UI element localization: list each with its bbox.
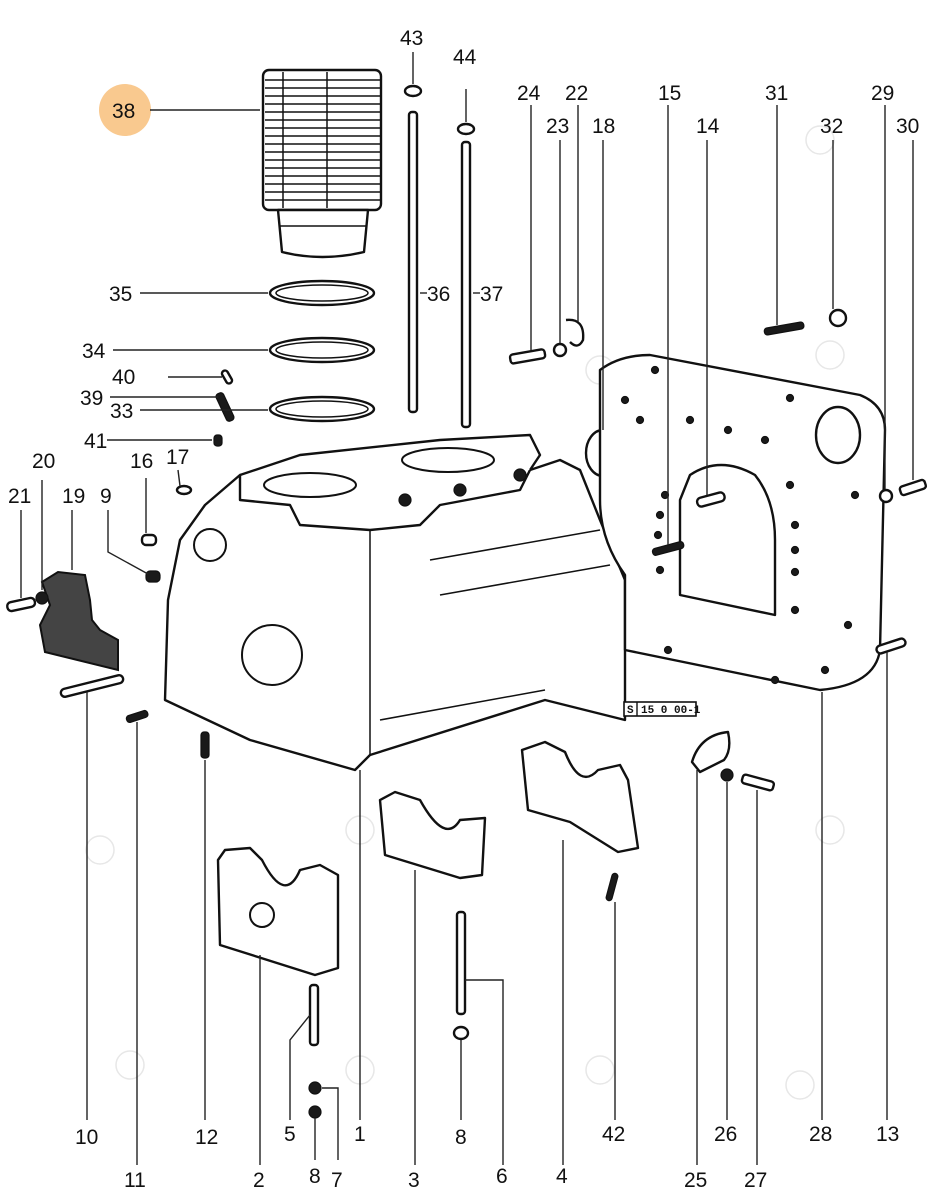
callout-19[interactable]: 19 xyxy=(62,485,85,508)
washer-23[interactable] xyxy=(552,342,568,358)
bearing-support-2[interactable] xyxy=(216,846,340,977)
bearing-support-4[interactable] xyxy=(520,740,640,854)
callout-22[interactable]: 22 xyxy=(565,82,588,105)
callout-12[interactable]: 12 xyxy=(195,1126,218,1149)
washer-20[interactable] xyxy=(35,591,49,605)
rear-plate-part[interactable] xyxy=(598,353,887,692)
washer-26[interactable] xyxy=(720,768,734,782)
o-ring-33-inner xyxy=(275,400,369,418)
callout-8-lower[interactable]: 8 xyxy=(309,1165,321,1188)
callout-6[interactable]: 6 xyxy=(496,1165,508,1188)
clip-22[interactable] xyxy=(565,318,585,347)
callout-11[interactable]: 11 xyxy=(124,1169,146,1192)
stud-12[interactable] xyxy=(200,731,210,759)
callout-38[interactable]: 38 xyxy=(112,100,135,123)
callout-29[interactable]: 29 xyxy=(871,82,894,105)
callout-4[interactable]: 4 xyxy=(556,1165,568,1188)
nut-43[interactable] xyxy=(403,84,423,98)
callout-labels: 38 43 44 24 22 23 18 15 14 31 32 29 30 3… xyxy=(8,27,919,1192)
callout-20[interactable]: 20 xyxy=(32,450,55,473)
callout-34[interactable]: 34 xyxy=(82,340,106,363)
callout-39[interactable]: 39 xyxy=(80,387,103,410)
cylinder-part[interactable] xyxy=(261,68,383,259)
nut-44[interactable] xyxy=(456,122,476,136)
gasket-19[interactable] xyxy=(38,570,119,672)
callout-36[interactable]: 36 xyxy=(427,283,450,306)
callout-5[interactable]: 5 xyxy=(284,1123,296,1146)
stud-15[interactable] xyxy=(651,541,685,556)
callout-31[interactable]: 31 xyxy=(765,82,788,105)
callout-10[interactable]: 10 xyxy=(75,1126,98,1149)
highlight-marker[interactable] xyxy=(99,84,151,136)
callout-15[interactable]: 15 xyxy=(658,82,681,105)
dowel-14[interactable] xyxy=(695,491,726,508)
callout-2[interactable]: 2 xyxy=(253,1169,265,1192)
callout-24[interactable]: 24 xyxy=(517,82,541,105)
reference-code: 15 0 00-1 xyxy=(641,705,701,717)
stud-37[interactable] xyxy=(460,140,472,429)
callout-14[interactable]: 14 xyxy=(696,115,720,138)
screw-21[interactable] xyxy=(6,596,37,613)
pin-39[interactable] xyxy=(215,392,235,423)
callout-1[interactable]: 1 xyxy=(354,1123,366,1146)
crankcase-part[interactable] xyxy=(163,433,627,772)
callout-32[interactable]: 32 xyxy=(820,115,843,138)
callout-27[interactable]: 27 xyxy=(744,1169,767,1192)
callout-8-upper[interactable]: 8 xyxy=(455,1126,467,1149)
plug-17[interactable] xyxy=(175,484,193,496)
screw-30[interactable] xyxy=(898,478,928,497)
plug-41[interactable] xyxy=(213,434,223,447)
callout-42[interactable]: 42 xyxy=(602,1123,625,1146)
callout-44[interactable]: 44 xyxy=(453,46,477,69)
callout-28[interactable]: 28 xyxy=(809,1123,832,1146)
o-ring-35-inner xyxy=(275,284,369,302)
plug-16[interactable] xyxy=(140,533,158,547)
nut-8-upper[interactable] xyxy=(452,1025,470,1041)
screw-27[interactable] xyxy=(740,773,776,792)
bearing-support-3[interactable] xyxy=(378,790,487,880)
stud-6[interactable] xyxy=(455,910,467,1016)
callout-7[interactable]: 7 xyxy=(331,1169,343,1192)
leader-lines xyxy=(20,52,914,1165)
reference-prefix: S xyxy=(627,705,634,717)
stud-31[interactable] xyxy=(763,321,805,336)
stud-11[interactable] xyxy=(125,709,149,724)
callout-13[interactable]: 13 xyxy=(876,1123,899,1146)
plug-9[interactable] xyxy=(145,570,161,583)
nut-32[interactable] xyxy=(828,308,848,328)
dowel-42[interactable] xyxy=(605,872,619,902)
pin-40[interactable] xyxy=(220,369,234,385)
callout-41[interactable]: 41 xyxy=(84,430,107,453)
washer-7[interactable] xyxy=(308,1081,322,1095)
pin-10[interactable] xyxy=(59,674,125,698)
stud-5[interactable] xyxy=(308,983,320,1047)
callout-26[interactable]: 26 xyxy=(714,1123,737,1146)
callout-43[interactable]: 43 xyxy=(400,27,423,50)
callout-17[interactable]: 17 xyxy=(166,446,189,469)
nut-8-lower[interactable] xyxy=(308,1105,322,1119)
stud-36[interactable] xyxy=(407,110,419,414)
callout-16[interactable]: 16 xyxy=(130,450,153,473)
callout-3[interactable]: 3 xyxy=(408,1169,420,1192)
dowel-13[interactable] xyxy=(875,637,907,655)
o-ring-34-inner xyxy=(275,341,369,359)
callout-30[interactable]: 30 xyxy=(896,115,919,138)
callout-9[interactable]: 9 xyxy=(100,485,112,508)
callout-35[interactable]: 35 xyxy=(109,283,132,306)
callout-40[interactable]: 40 xyxy=(112,366,135,389)
reference-code-box: S 15 0 00-1 xyxy=(623,701,701,717)
callout-37[interactable]: 37 xyxy=(480,283,503,306)
callout-25[interactable]: 25 xyxy=(684,1169,707,1192)
callout-33[interactable]: 33 xyxy=(110,400,133,423)
callout-23[interactable]: 23 xyxy=(546,115,569,138)
callout-21[interactable]: 21 xyxy=(8,485,31,508)
screw-24[interactable] xyxy=(508,348,547,365)
lifting-eye-25[interactable] xyxy=(690,730,731,774)
callout-18[interactable]: 18 xyxy=(592,115,615,138)
washer-29[interactable] xyxy=(878,488,894,504)
